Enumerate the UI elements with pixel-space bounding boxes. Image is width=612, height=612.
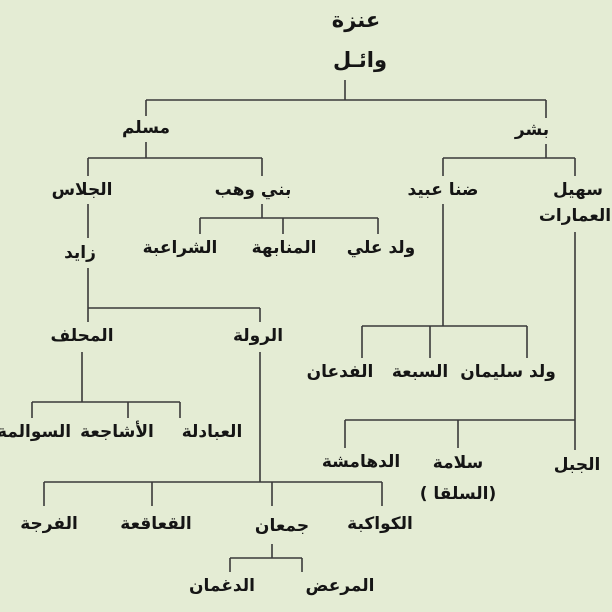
tribe-title: عنزة: [331, 8, 381, 32]
node-wuld-ali: ولد علي: [346, 238, 416, 258]
node-amarat: العمارات: [538, 206, 612, 226]
node-bani-wahb: بني وهب: [214, 180, 292, 200]
node-qaaqaa: القعاقعة: [120, 514, 192, 534]
node-muraidh: المرعض: [305, 576, 375, 596]
node-wuld-sulaiman: ولد سليمان: [460, 362, 556, 382]
node-dana-ubaid: ضنا عبيد: [407, 180, 479, 200]
node-salama: سلامة: [432, 453, 484, 473]
node-salqa: (السلقا ): [419, 484, 497, 504]
node-fedaan: الفدعان: [306, 362, 374, 382]
node-suhail: سهيل: [552, 180, 604, 200]
node-furja: الفرجة: [20, 514, 78, 534]
node-jabal: الجبل: [553, 455, 601, 475]
node-sharaiba: الشراعبة: [142, 238, 218, 258]
node-sawalma: السوالمة: [0, 422, 72, 442]
node-daghman: الدغمان: [189, 576, 255, 596]
node-jlas: الجلاس: [51, 180, 113, 200]
node-dahamsha: الدهامشة: [321, 452, 401, 472]
node-manabiha: المنابهة: [251, 238, 317, 258]
ancestor-name: وائـل: [332, 48, 388, 72]
node-abadila: العبادلة: [181, 422, 243, 442]
node-sabaa: السبعة: [391, 362, 449, 382]
node-zayed: زايد: [64, 243, 96, 263]
node-juman: جمعان: [254, 516, 310, 536]
node-ashaja: الأشاجعة: [80, 422, 154, 442]
node-bishr: بشر: [514, 120, 550, 140]
node-muslim: مسلم: [121, 118, 171, 138]
node-kawakiba: الكواكبة: [347, 514, 413, 534]
node-ruwala: الرولة: [232, 326, 284, 346]
node-mhalaf: المحلف: [50, 326, 114, 346]
